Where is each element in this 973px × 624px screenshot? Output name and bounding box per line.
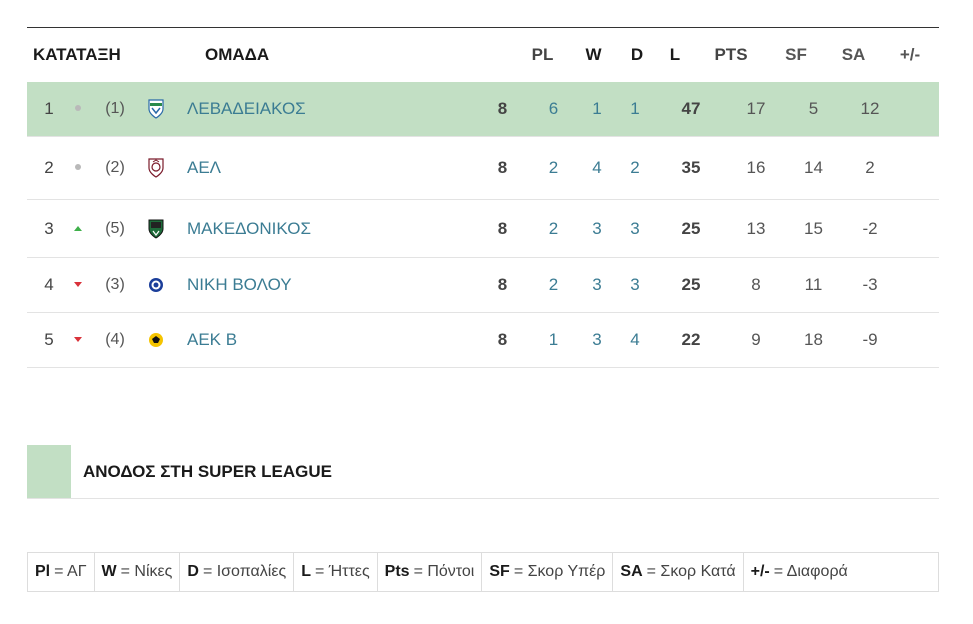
wins: 6 xyxy=(548,99,559,118)
header-d: D xyxy=(630,45,644,64)
goals-for: 16 xyxy=(746,158,766,177)
table-row[interactable]: 3 (5) ΜΑΚΕΔΟΝΙΚΟΣ 8 2 3 3 25 13 15 -2 xyxy=(27,200,939,258)
played: 8 xyxy=(497,99,508,118)
promotion-swatch xyxy=(27,445,71,498)
draws: 4 xyxy=(592,158,602,177)
played: 8 xyxy=(497,158,508,177)
played: 8 xyxy=(497,218,508,238)
losses: 2 xyxy=(630,158,640,177)
goal-difference: -9 xyxy=(862,330,878,349)
table-row[interactable]: 4 (3) ΝΙΚΗ ΒΟΛΟΥ 8 2 3 3 25 8 11 -3 xyxy=(27,258,939,313)
goals-against: 5 xyxy=(808,99,819,118)
draws: 1 xyxy=(592,99,602,118)
goals-for: 8 xyxy=(751,275,761,294)
team-link[interactable]: ΑΕΛ xyxy=(187,158,222,177)
table-header: ΚΑΤΑΤΑΞΗ ΟΜΑΔΑ PL W D L PTS SF SA +/- xyxy=(27,28,939,82)
abbr-w: W= Νίκες xyxy=(95,553,181,591)
ael-crest-icon xyxy=(145,158,167,178)
movement-down-icon xyxy=(71,330,85,350)
losses: 3 xyxy=(630,218,640,238)
position: 1 xyxy=(44,99,54,118)
draws: 3 xyxy=(592,218,602,238)
makedonikos-crest-icon xyxy=(145,219,167,239)
goals-against: 15 xyxy=(804,218,823,238)
abbr-diff: +/-= Διαφορά xyxy=(750,563,848,580)
abbr-l: L= Ήττες xyxy=(294,553,378,591)
top-rule xyxy=(27,27,939,28)
header-pl: PL xyxy=(531,45,554,64)
header-team: ΟΜΑΔΑ xyxy=(205,45,270,64)
wins: 2 xyxy=(548,275,559,294)
wins: 1 xyxy=(548,330,559,349)
header-diff: +/- xyxy=(899,45,921,64)
standings-table: ΚΑΤΑΤΑΞΗ ΟΜΑΔΑ PL W D L PTS SF SA +/- 1 … xyxy=(27,27,939,368)
table-row[interactable]: 5 (4) ΑΕΚ Β 8 1 3 4 22 9 18 -9 xyxy=(27,313,939,368)
previous-position: (3) xyxy=(105,276,125,293)
played: 8 xyxy=(497,330,508,349)
played: 8 xyxy=(497,275,508,294)
promotion-legend: ΑΝΟΔΟΣ ΣΤΗ SUPER LEAGUE xyxy=(27,445,939,499)
losses: 3 xyxy=(630,275,640,294)
abbr-pts: Pts= Πόντοι xyxy=(378,553,483,591)
movement-same-icon xyxy=(71,158,85,178)
losses: 1 xyxy=(630,99,640,118)
header-sf: SF xyxy=(785,45,807,64)
abbreviations-legend: Pl= ΑΓ W= Νίκες D= Ισοπαλίες L= Ήττες Pt… xyxy=(27,552,939,592)
wins: 2 xyxy=(548,218,559,238)
header-sa: SA xyxy=(841,45,866,64)
header-w: W xyxy=(585,45,602,64)
position: 2 xyxy=(44,158,54,177)
previous-position: (1) xyxy=(105,100,125,117)
team-link[interactable]: ΜΑΚΕΔΟΝΙΚΟΣ xyxy=(187,218,311,238)
team-link[interactable]: ΑΕΚ Β xyxy=(187,330,238,349)
header-l: L xyxy=(669,45,681,64)
points: 47 xyxy=(681,99,701,118)
draws: 3 xyxy=(592,275,602,294)
position: 3 xyxy=(44,218,54,238)
points: 25 xyxy=(681,275,701,294)
goal-difference: 12 xyxy=(860,99,880,118)
abbr-pl: Pl= ΑΓ xyxy=(28,553,95,591)
previous-position: (4) xyxy=(105,331,125,348)
levadiakos-crest-icon xyxy=(145,99,167,119)
team-link[interactable]: ΝΙΚΗ ΒΟΛΟΥ xyxy=(187,275,292,294)
goals-for: 13 xyxy=(746,218,766,238)
points: 35 xyxy=(681,158,701,177)
movement-up-icon xyxy=(71,219,85,239)
team-link[interactable]: ΛΕΒΑΔΕΙΑΚΟΣ xyxy=(187,99,306,118)
goal-difference: -2 xyxy=(862,218,878,238)
movement-same-icon xyxy=(71,99,85,119)
points: 22 xyxy=(681,330,701,349)
table-row[interactable]: 1 (1) ΛΕΒΑΔΕΙΑΚΟΣ 8 6 1 1 47 17 5 12 xyxy=(27,82,939,137)
promotion-label: ΑΝΟΔΟΣ ΣΤΗ SUPER LEAGUE xyxy=(83,461,332,481)
losses: 4 xyxy=(630,330,640,349)
abbr-sa: SA= Σκορ Κατά xyxy=(613,553,744,591)
draws: 3 xyxy=(592,330,602,349)
niki-volou-crest-icon xyxy=(145,275,167,295)
goals-for: 9 xyxy=(751,330,761,349)
goal-difference: -3 xyxy=(862,275,878,294)
aek-b-crest-icon xyxy=(145,330,167,350)
goals-against: 18 xyxy=(804,330,823,349)
points: 25 xyxy=(681,218,701,238)
wins: 2 xyxy=(548,158,559,177)
movement-down-icon xyxy=(71,275,85,295)
previous-position: (5) xyxy=(105,219,125,237)
abbr-sf: SF= Σκορ Υπέρ xyxy=(482,553,614,591)
goals-against: 11 xyxy=(804,275,823,294)
table-row[interactable]: 2 (2) ΑΕΛ 8 2 4 2 35 16 14 2 xyxy=(27,137,939,200)
position: 5 xyxy=(44,330,54,349)
previous-position: (2) xyxy=(105,159,125,176)
header-rank: ΚΑΤΑΤΑΞΗ xyxy=(33,45,121,64)
header-pts: PTS xyxy=(714,45,748,64)
goal-difference: 2 xyxy=(865,158,875,177)
abbr-d: D= Ισοπαλίες xyxy=(180,553,295,591)
goals-against: 14 xyxy=(804,158,823,177)
position: 4 xyxy=(44,275,54,294)
goals-for: 17 xyxy=(746,99,766,118)
